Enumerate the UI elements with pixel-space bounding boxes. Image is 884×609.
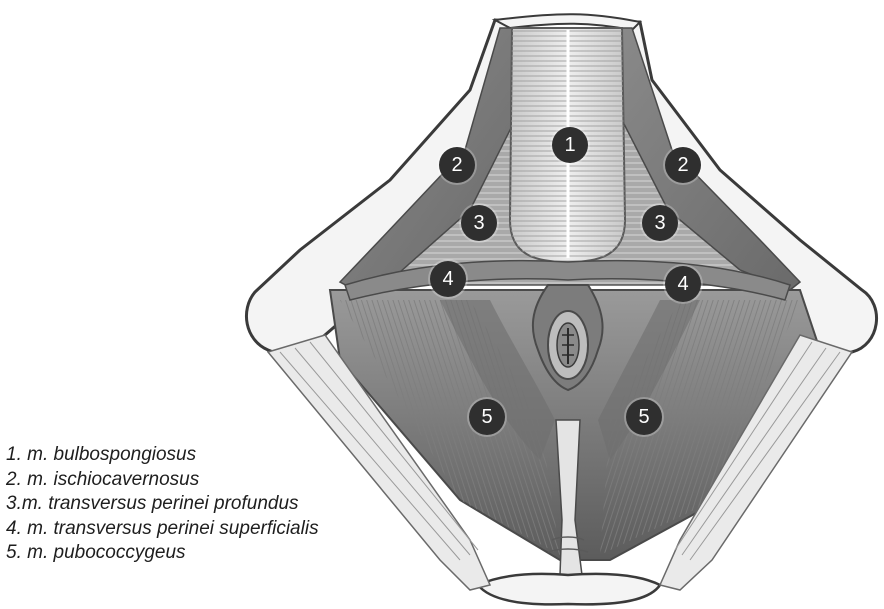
legend-item-1: 1. m. bulbospongiosus (6, 443, 319, 468)
label-marker-1: 1 (552, 127, 588, 163)
coccyx (478, 574, 660, 604)
label-marker-5-left: 5 (469, 399, 505, 435)
label-marker-2-left: 2 (439, 147, 475, 183)
legend-item-4: 4. m. transversus perinei superficialis (6, 517, 319, 542)
label-marker-3-right: 3 (642, 205, 678, 241)
label-marker-4-right: 4 (665, 266, 701, 302)
label-marker-4-left: 4 (430, 261, 466, 297)
label-marker-5-right: 5 (626, 399, 662, 435)
legend-item-2: 2. m. ischiocavernosus (6, 468, 319, 493)
legend-item-5: 5. m. pubococcygeus (6, 541, 319, 566)
muscle-legend: 1. m. bulbospongiosus 2. m. ischiocavern… (6, 443, 319, 566)
label-marker-3-left: 3 (461, 205, 497, 241)
legend-item-3: 3.m. transversus perinei profundus (6, 492, 319, 517)
label-marker-2-right: 2 (665, 147, 701, 183)
